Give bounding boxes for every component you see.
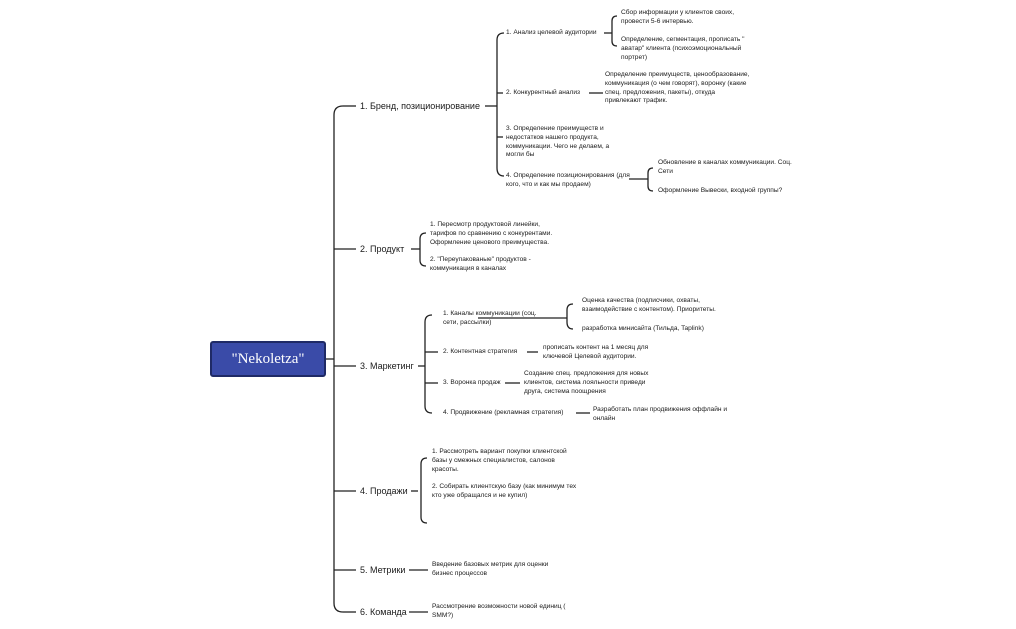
marketing-promotion-note[interactable]: Разработать план продвижения оффлайн и о…: [593, 406, 728, 422]
brand-audience-note-interviews[interactable]: Сбор информации у клиентов своих, провес…: [621, 9, 735, 25]
brand-competitor-note[interactable]: Определение преимуществ, ценообразование…: [605, 71, 750, 105]
marketing-content-note[interactable]: прописать контент на 1 месяц для ключево…: [543, 344, 649, 360]
metrics-baseline[interactable]: Введение базовых метрик для оценки бизне…: [432, 561, 549, 577]
product-repackaging[interactable]: 2. "Переупакованые" продуктов - коммуник…: [430, 256, 531, 272]
marketing-channels-note-minisite[interactable]: разработка минисайта (Тильда, Taplink): [582, 325, 704, 332]
branch-marketing[interactable]: 3. Маркетинг: [360, 361, 414, 371]
marketing-funnel-note[interactable]: Создание спец. предложения для новых кли…: [524, 370, 649, 395]
sales-collect-client-base[interactable]: 2. Собирать клиентскую базу (как минимум…: [432, 483, 577, 499]
brand-audience-note-avatar[interactable]: Определение, сегментация, прописать " ав…: [621, 36, 745, 61]
branch-product[interactable]: 2. Продукт: [360, 244, 405, 254]
team-new-role[interactable]: Рассмотрение возможности новой единиц ( …: [432, 603, 566, 619]
brand-positioning[interactable]: 4. Определение позиционирования (для ког…: [506, 172, 630, 188]
brand-positioning-note-signage[interactable]: Оформление Вывески, входной группы?: [658, 187, 783, 194]
brand-advantages[interactable]: 3. Определение преимуществ и недостатков…: [506, 125, 610, 159]
marketing-content-strategy[interactable]: 2. Контентная стратегия: [443, 348, 518, 355]
branch-brand[interactable]: 1. Бренд, позиционирование: [360, 101, 480, 111]
marketing-sales-funnel[interactable]: 3. Воронка продаж: [443, 379, 501, 386]
branch-sales[interactable]: 4. Продажи: [360, 486, 408, 496]
product-lineup-review[interactable]: 1. Пересмотр продуктовой линейки, тарифо…: [430, 221, 553, 246]
brand-audience-analysis[interactable]: 1. Анализ целевой аудитории: [506, 29, 597, 36]
root-node[interactable]: "Nekoletza": [210, 341, 326, 377]
marketing-channels-note-quality[interactable]: Оценка качества (подписчики, охваты, вза…: [582, 297, 716, 313]
marketing-channels[interactable]: 1. Каналы коммуникации (соц. сети, рассы…: [443, 310, 537, 326]
brand-positioning-note-channels[interactable]: Обновление в каналах коммуникации. Соц. …: [658, 159, 792, 175]
branch-team[interactable]: 6. Команда: [360, 607, 407, 617]
brand-competitor-analysis[interactable]: 2. Конкурентный анализ: [506, 89, 581, 96]
marketing-promotion[interactable]: 4. Продвижение (рекламная стратегия): [443, 409, 564, 416]
branch-metrics[interactable]: 5. Метрики: [360, 565, 406, 575]
sales-buy-client-base[interactable]: 1. Рассмотреть вариант покупки клиентско…: [432, 448, 567, 473]
